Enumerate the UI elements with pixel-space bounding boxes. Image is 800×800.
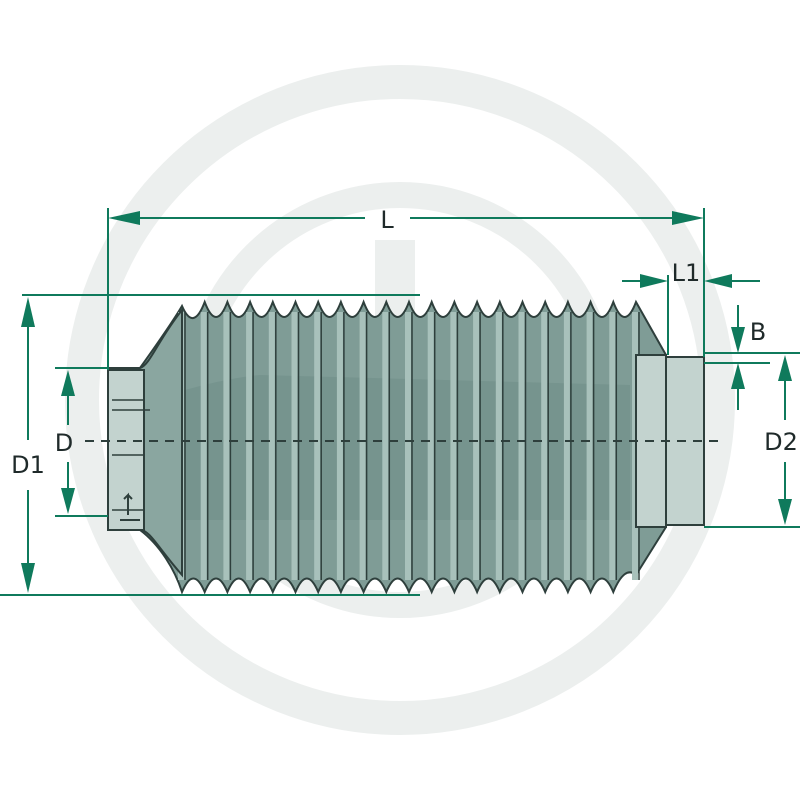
bellows-rib [405, 312, 411, 580]
label-d2: D2 [764, 428, 798, 456]
bellows-rib [473, 312, 480, 580]
label-b: B [750, 318, 766, 346]
bellows-rib [223, 312, 230, 580]
bellows-rib [246, 312, 253, 580]
bellows-rib [609, 312, 616, 580]
bellows-rib [359, 312, 366, 580]
arrow-mark-icon [120, 492, 140, 521]
bellows-rib [427, 312, 434, 580]
bellows-ribs [178, 312, 640, 580]
label-l1: L1 [672, 259, 701, 287]
bellows-rib [314, 312, 321, 580]
bellows-rib [518, 312, 525, 580]
bellows-rib [541, 312, 548, 580]
bellows-rib [336, 312, 343, 580]
bellows-rib [291, 312, 298, 580]
bellows-rib [450, 312, 457, 580]
bellows-rib [586, 312, 593, 580]
bellows-body [107, 299, 705, 595]
bellows-rib [563, 312, 570, 580]
dimension-lines [0, 208, 800, 596]
bellows-rib [268, 312, 275, 580]
label-d: D [55, 429, 73, 457]
bellows-rib [495, 312, 502, 580]
label-l: L [380, 206, 394, 234]
left-collar [107, 369, 145, 531]
label-d1: D1 [11, 451, 45, 479]
left-collar-detail [112, 399, 150, 511]
bellows-rib [382, 312, 389, 580]
bellows-rib [200, 312, 207, 580]
